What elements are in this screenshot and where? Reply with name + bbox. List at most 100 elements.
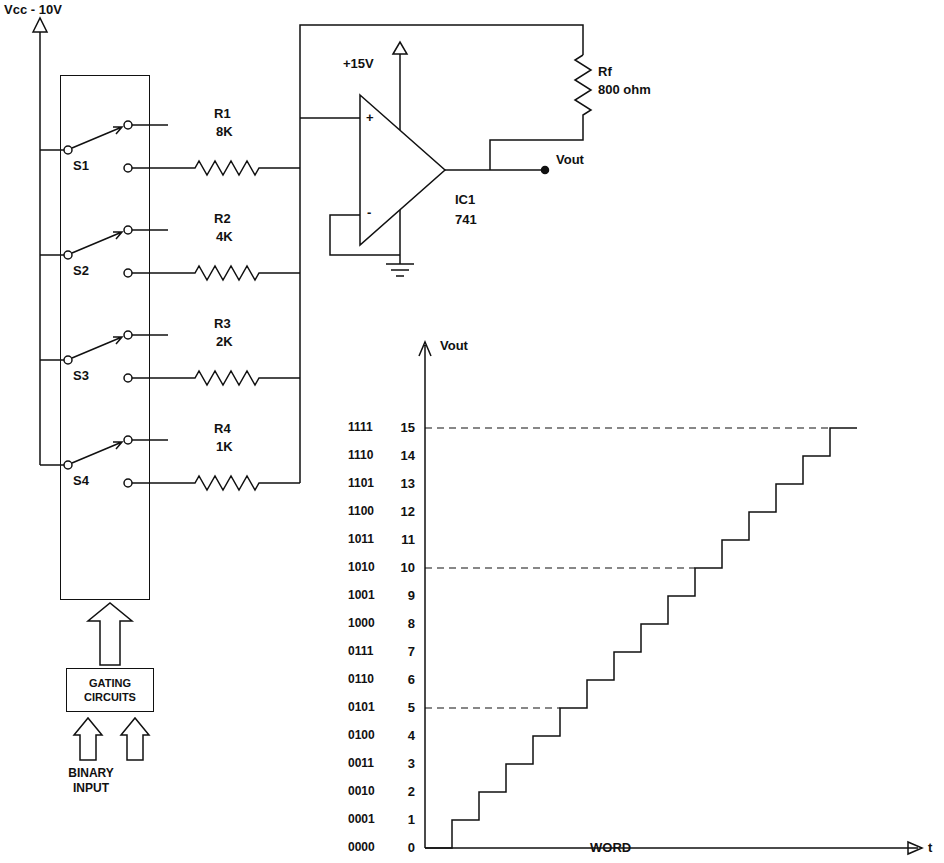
switch-contact xyxy=(124,164,132,172)
supply-label: Vcc - 10V xyxy=(4,2,62,17)
switch-label: S2 xyxy=(73,263,89,278)
switch-contact xyxy=(124,121,132,129)
binary-code: 0100 xyxy=(348,728,375,743)
feedback-resistor xyxy=(490,55,591,170)
input-arrow xyxy=(121,718,149,760)
tick-value: 4 xyxy=(408,728,415,743)
output-wire xyxy=(445,169,545,171)
switch-blade xyxy=(72,127,122,148)
dashed-guide xyxy=(425,567,695,568)
binary-code: 1010 xyxy=(348,560,375,575)
tick-value: 1 xyxy=(408,812,415,827)
switch-pivot xyxy=(64,356,72,364)
switch-blade xyxy=(72,232,122,253)
switch-contact xyxy=(124,479,132,487)
resistor-symbol xyxy=(132,371,300,385)
switch-blade xyxy=(72,442,122,463)
tick-value: 9 xyxy=(408,588,415,603)
resistor-symbol xyxy=(132,476,300,490)
switch-blade xyxy=(72,337,122,358)
output-label: Vout xyxy=(556,152,584,167)
x-axis xyxy=(425,842,922,854)
resistor-value: 4K xyxy=(216,229,233,244)
contact-lead xyxy=(132,439,168,441)
resistor-name: R1 xyxy=(214,106,231,121)
summing-bus xyxy=(300,25,583,483)
binary-code: 0000 xyxy=(348,840,375,855)
bus-arrow xyxy=(88,603,132,665)
switch-contact xyxy=(124,226,132,234)
binary-code: 1001 xyxy=(348,588,375,603)
ic-name: IC1 xyxy=(455,192,475,207)
axis-label: Vout xyxy=(440,338,468,353)
staircase-line xyxy=(425,428,857,848)
switch-contact xyxy=(124,374,132,382)
switch-contact xyxy=(124,331,132,339)
pin-label: + xyxy=(366,110,374,125)
switch-pivot xyxy=(64,251,72,259)
ic-part: 741 xyxy=(455,212,477,227)
y-axis xyxy=(419,342,431,848)
tick-value: 6 xyxy=(408,672,415,687)
pin-label: - xyxy=(367,205,371,220)
tick-value: 11 xyxy=(401,532,415,547)
resistor-name: R4 xyxy=(214,421,231,436)
binary-code: 1100 xyxy=(348,504,374,519)
switch-pivot xyxy=(64,146,72,154)
tick-value: 3 xyxy=(408,756,415,771)
input-label: BINARY INPUT xyxy=(52,766,130,796)
switch-label: S4 xyxy=(73,473,89,488)
binary-code: 0110 xyxy=(348,672,374,687)
switch-contact xyxy=(124,436,132,444)
resistor-value: 2K xyxy=(216,334,233,349)
gating-box: GATING CIRCUITS xyxy=(66,668,154,712)
resistor-symbol xyxy=(132,266,300,280)
binary-code: 1011 xyxy=(348,532,374,547)
switch-pivot xyxy=(64,461,72,469)
resistor-name: Rf xyxy=(598,64,612,79)
tick-value: 8 xyxy=(408,616,415,631)
binary-code: 0111 xyxy=(348,644,373,659)
tick-value: 10 xyxy=(401,560,415,575)
axis-label: WORD xyxy=(590,840,631,855)
resistor-value: 1K xyxy=(216,439,233,454)
block-label: GATING CIRCUITS xyxy=(67,669,153,711)
contact-lead xyxy=(132,229,168,231)
resistor-value: 8K xyxy=(216,124,233,139)
switch-group xyxy=(40,121,300,490)
binary-code: 1000 xyxy=(348,616,375,631)
vcc-rail xyxy=(39,22,41,465)
tick-value: 15 xyxy=(401,420,415,435)
binary-code: 0010 xyxy=(348,784,375,799)
dashed-guide xyxy=(425,427,830,428)
tick-value: 12 xyxy=(401,504,415,519)
switch-box: S1S2S3S4 xyxy=(60,75,150,600)
resistor-value: 800 ohm xyxy=(598,82,651,97)
binary-code: 0001 xyxy=(348,812,375,827)
resistor-name: R2 xyxy=(214,211,231,226)
resistor-name: R3 xyxy=(214,316,231,331)
supply-arrow xyxy=(33,18,47,32)
input-arrow xyxy=(74,718,102,760)
tick-value: 0 xyxy=(408,840,415,855)
binary-code: 1110 xyxy=(348,448,373,463)
dashed-guide xyxy=(425,707,560,708)
supply-wire xyxy=(399,52,401,130)
switch-label: S3 xyxy=(73,368,89,383)
switch-contact xyxy=(124,269,132,277)
supply-label: +15V xyxy=(343,56,374,71)
tick-value: 13 xyxy=(401,476,415,491)
staircase-plot xyxy=(425,428,857,848)
binary-code: 0011 xyxy=(348,756,374,771)
resistor-symbol xyxy=(132,161,300,175)
binary-code: 1111 xyxy=(348,420,373,435)
opamp-symbol xyxy=(360,95,445,245)
ground-symbol xyxy=(330,210,414,276)
axis-label: t xyxy=(928,840,932,855)
output-terminal xyxy=(542,167,549,174)
tick-value: 5 xyxy=(408,700,415,715)
contact-lead xyxy=(132,124,168,126)
switch-label: S1 xyxy=(73,158,89,173)
